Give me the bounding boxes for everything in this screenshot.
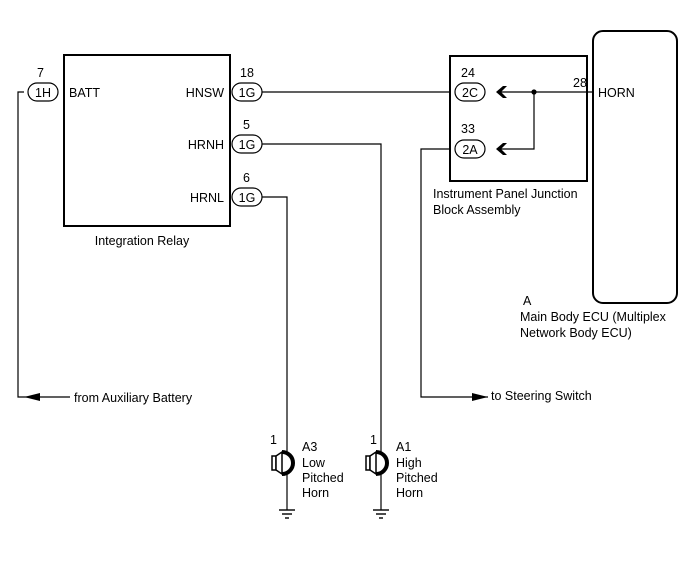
pin-number: 33: [461, 122, 475, 136]
pin-number: 6: [243, 171, 250, 185]
horn-diaphragm-icon: [375, 450, 389, 476]
connector-1g-hrnh: [231, 134, 263, 154]
ecu-name: Network Body ECU): [520, 326, 632, 340]
low-pitched-horn: [271, 448, 295, 519]
pin-label-hrnl: HRNL: [190, 191, 224, 205]
connector-id: 1G: [239, 191, 256, 205]
connector-id: 1G: [239, 138, 256, 152]
connector-id: 2A: [462, 143, 478, 157]
connector-1h-batt: [27, 82, 59, 102]
hrnh-wire: [262, 143, 382, 448]
from-aux-battery-label: from Auxiliary Battery: [74, 391, 193, 405]
pin-label-batt: BATT: [69, 86, 100, 100]
integration-relay-box: [63, 54, 231, 227]
connector-id: 1G: [239, 86, 256, 100]
pin-number: 24: [461, 66, 475, 80]
pin-number: 18: [240, 66, 254, 80]
arrow-left-icon: [24, 393, 40, 401]
connector-2c: [454, 82, 486, 102]
pin-number: 7: [37, 66, 44, 80]
pin-number: 1: [370, 433, 377, 447]
hrnl-wire: [262, 196, 288, 448]
junction-block-name: Instrument Panel Junction: [433, 187, 578, 201]
horn-bell-icon: [275, 450, 283, 476]
to-steering-switch-label: to Steering Switch: [491, 389, 592, 403]
horn-diaphragm-icon: [281, 450, 295, 476]
high-horn-connector: A1: [396, 440, 411, 454]
connector-2a: [454, 139, 486, 159]
horn-branch-wire: [501, 92, 535, 150]
horn-bell-icon: [369, 450, 377, 476]
connector-1g-hrnl: [231, 187, 263, 207]
pin-number: 1: [270, 433, 277, 447]
connector-1g-hnsw: [231, 82, 263, 102]
junction-block-box: [449, 55, 588, 182]
main-body-ecu-box: [592, 30, 678, 304]
high-horn-name: Horn: [396, 486, 423, 500]
connector-id: 1H: [35, 86, 51, 100]
splice-point: [531, 89, 537, 95]
batt-wire: [17, 91, 70, 398]
connector-id: 2C: [462, 86, 478, 100]
pin-label-horn: HORN: [598, 86, 635, 100]
high-horn-name: High: [396, 456, 422, 470]
ecu-connector-id: A: [523, 294, 532, 308]
steering-switch-wire: [420, 148, 488, 398]
chevron-connector-icon: [496, 86, 507, 98]
high-pitched-horn: [365, 448, 389, 519]
ecu-name: Main Body ECU (Multiplex: [520, 310, 667, 324]
arrow-right-icon: [472, 393, 488, 401]
low-horn-name: Low: [302, 456, 326, 470]
pin-label-hrnh: HRNH: [188, 138, 224, 152]
high-horn-name: Pitched: [396, 471, 438, 485]
low-horn-connector: A3: [302, 440, 317, 454]
pin-number: 5: [243, 118, 250, 132]
low-horn-name: Pitched: [302, 471, 344, 485]
low-horn-name: Horn: [302, 486, 329, 500]
junction-block-name: Block Assembly: [433, 203, 521, 217]
chevron-connector-icon: [496, 143, 507, 155]
pin-number: 28: [573, 76, 587, 90]
integration-relay-name: Integration Relay: [95, 234, 190, 248]
pin-label-hnsw: HNSW: [186, 86, 224, 100]
